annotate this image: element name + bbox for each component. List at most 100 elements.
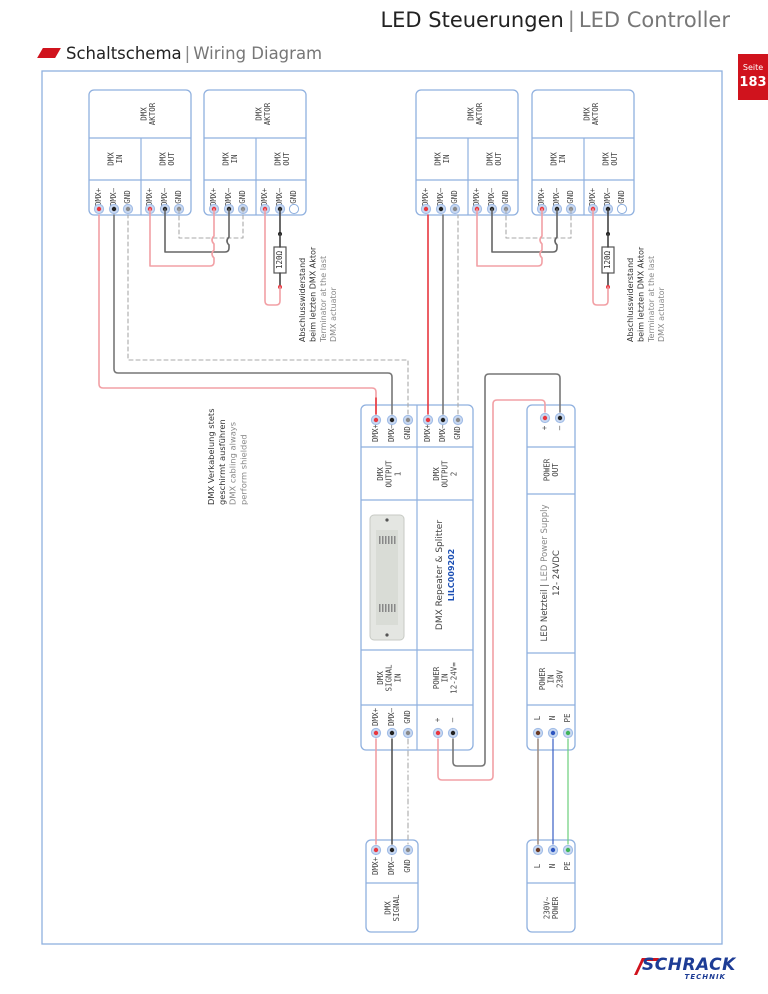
actuator-title: DMX (254, 107, 263, 121)
pin-label: GND (617, 190, 626, 204)
repeater-article-number: LILC009202 (447, 549, 456, 601)
pin-dot (438, 206, 444, 212)
actuator-title: AKTOR (263, 102, 272, 125)
pin-label: PE (563, 713, 572, 723)
pin-label: GND (174, 190, 183, 204)
actuator-out-label: DMX (158, 152, 167, 166)
wire-psu-plus (437, 399, 546, 781)
pin-dot (435, 730, 441, 736)
pin-label: DMX– (552, 187, 561, 206)
power-supply-box (526, 404, 576, 751)
page-header-title: LED Steuerungen|LED Controller (380, 8, 730, 32)
pin-label: DMX+ (371, 707, 380, 726)
schrack-logo: SCHRACK TECHNIK (634, 955, 735, 983)
mains-pin (532, 844, 544, 856)
signal-source-label: SIGNAL (392, 894, 401, 922)
pin-gnd (288, 203, 300, 215)
pin-gnd (122, 203, 134, 215)
logo-text: SCHRACK (642, 955, 736, 975)
output1-pin (370, 414, 382, 426)
pin-label: DMX– (224, 187, 233, 206)
power-supply-name: LED Netzteil | LED Power Supply (540, 504, 550, 641)
power-in-pin (547, 727, 559, 739)
pin-label: DMX– (487, 187, 496, 206)
pin-label: N (548, 716, 557, 721)
section-separator: | (184, 44, 191, 63)
photo-terminal (394, 604, 396, 612)
signal-source-pin (402, 844, 414, 856)
power-in-label: POWER (538, 667, 547, 690)
terminator-note: Abschlusswiderstand (626, 258, 635, 342)
actuator-in-label: DMX (433, 152, 442, 166)
power-out-pin (554, 412, 566, 424)
terminator-note: beim letzten DMX Aktor (636, 246, 645, 342)
pin-dot (373, 847, 379, 853)
header-title-en: LED Controller (578, 8, 730, 32)
pin-label: DMX– (387, 423, 396, 442)
pin-dmxplus (420, 203, 432, 215)
ps-name-en: LED Power Supply (540, 504, 550, 581)
pin-dmxplus (93, 203, 105, 215)
pin-label: DMX– (387, 856, 396, 875)
pin-ring (616, 203, 628, 215)
resistor-label: 120Ω (603, 250, 612, 269)
pin-label: DMX– (603, 187, 612, 206)
signal-in-pin (402, 727, 414, 739)
actuator-out-label: DMX (485, 152, 494, 166)
terminator-note: Abschlusswiderstand (298, 258, 307, 342)
photo-screw (385, 518, 389, 522)
power-in-label: IN (547, 674, 556, 683)
actuator-out-label: OUT (610, 152, 619, 166)
output2-pin (437, 414, 449, 426)
pin-label: GND (450, 190, 459, 204)
pin-dot (389, 730, 395, 736)
actuator-box (531, 89, 635, 216)
resistor-label: 120Ω (275, 250, 284, 269)
output2-pin (422, 414, 434, 426)
actuator-title: AKTOR (475, 102, 484, 125)
chain-dmx-minus-wire (491, 208, 558, 253)
shield-note: perform shielded (238, 434, 248, 505)
output1-label: OUTPUT (385, 460, 394, 488)
pin-label: GND (403, 426, 412, 440)
photo-terminal (391, 536, 393, 544)
pin-dot (405, 730, 411, 736)
mains-label: 230V~ (542, 896, 551, 919)
pin-label: DMX+ (260, 187, 269, 206)
pin-dot (425, 417, 431, 423)
pin-label: DMX+ (472, 187, 481, 206)
wires (98, 214, 569, 845)
pin-gnd (616, 203, 628, 215)
output2-pin (452, 414, 464, 426)
photo-terminal (388, 604, 390, 612)
pin-label: – (555, 425, 564, 430)
pin-label: GND (123, 190, 132, 204)
pin-dot (440, 417, 446, 423)
chain-dmx-minus-wire (164, 208, 230, 253)
pin-dot (452, 206, 458, 212)
pin-label: DMX+ (371, 856, 380, 875)
page-badge-label: Seite (742, 63, 764, 72)
ps-name-de: LED Netzteil | (540, 581, 550, 641)
actuator-in-label: DMX (221, 152, 230, 166)
pin-label: DMX+ (423, 423, 432, 442)
actuator-title: DMX (582, 107, 591, 121)
section-title-en: Wiring Diagram (193, 44, 323, 63)
shield-note: DMX Verkabelung stets (206, 408, 216, 505)
output1-label: 1 (393, 472, 402, 477)
pin-dmxminus (435, 203, 447, 215)
wire-out1-gnd (127, 214, 409, 415)
pin-label: L (533, 715, 542, 720)
pin-label: GND (238, 190, 247, 204)
actuator-title: AKTOR (148, 102, 157, 125)
pin-label: + (433, 717, 442, 722)
pin-dot (405, 847, 411, 853)
pin-gnd (449, 203, 461, 215)
power-in-pin (432, 727, 444, 739)
actuator-in-label: DMX (106, 152, 115, 166)
header-separator: | (567, 8, 575, 32)
